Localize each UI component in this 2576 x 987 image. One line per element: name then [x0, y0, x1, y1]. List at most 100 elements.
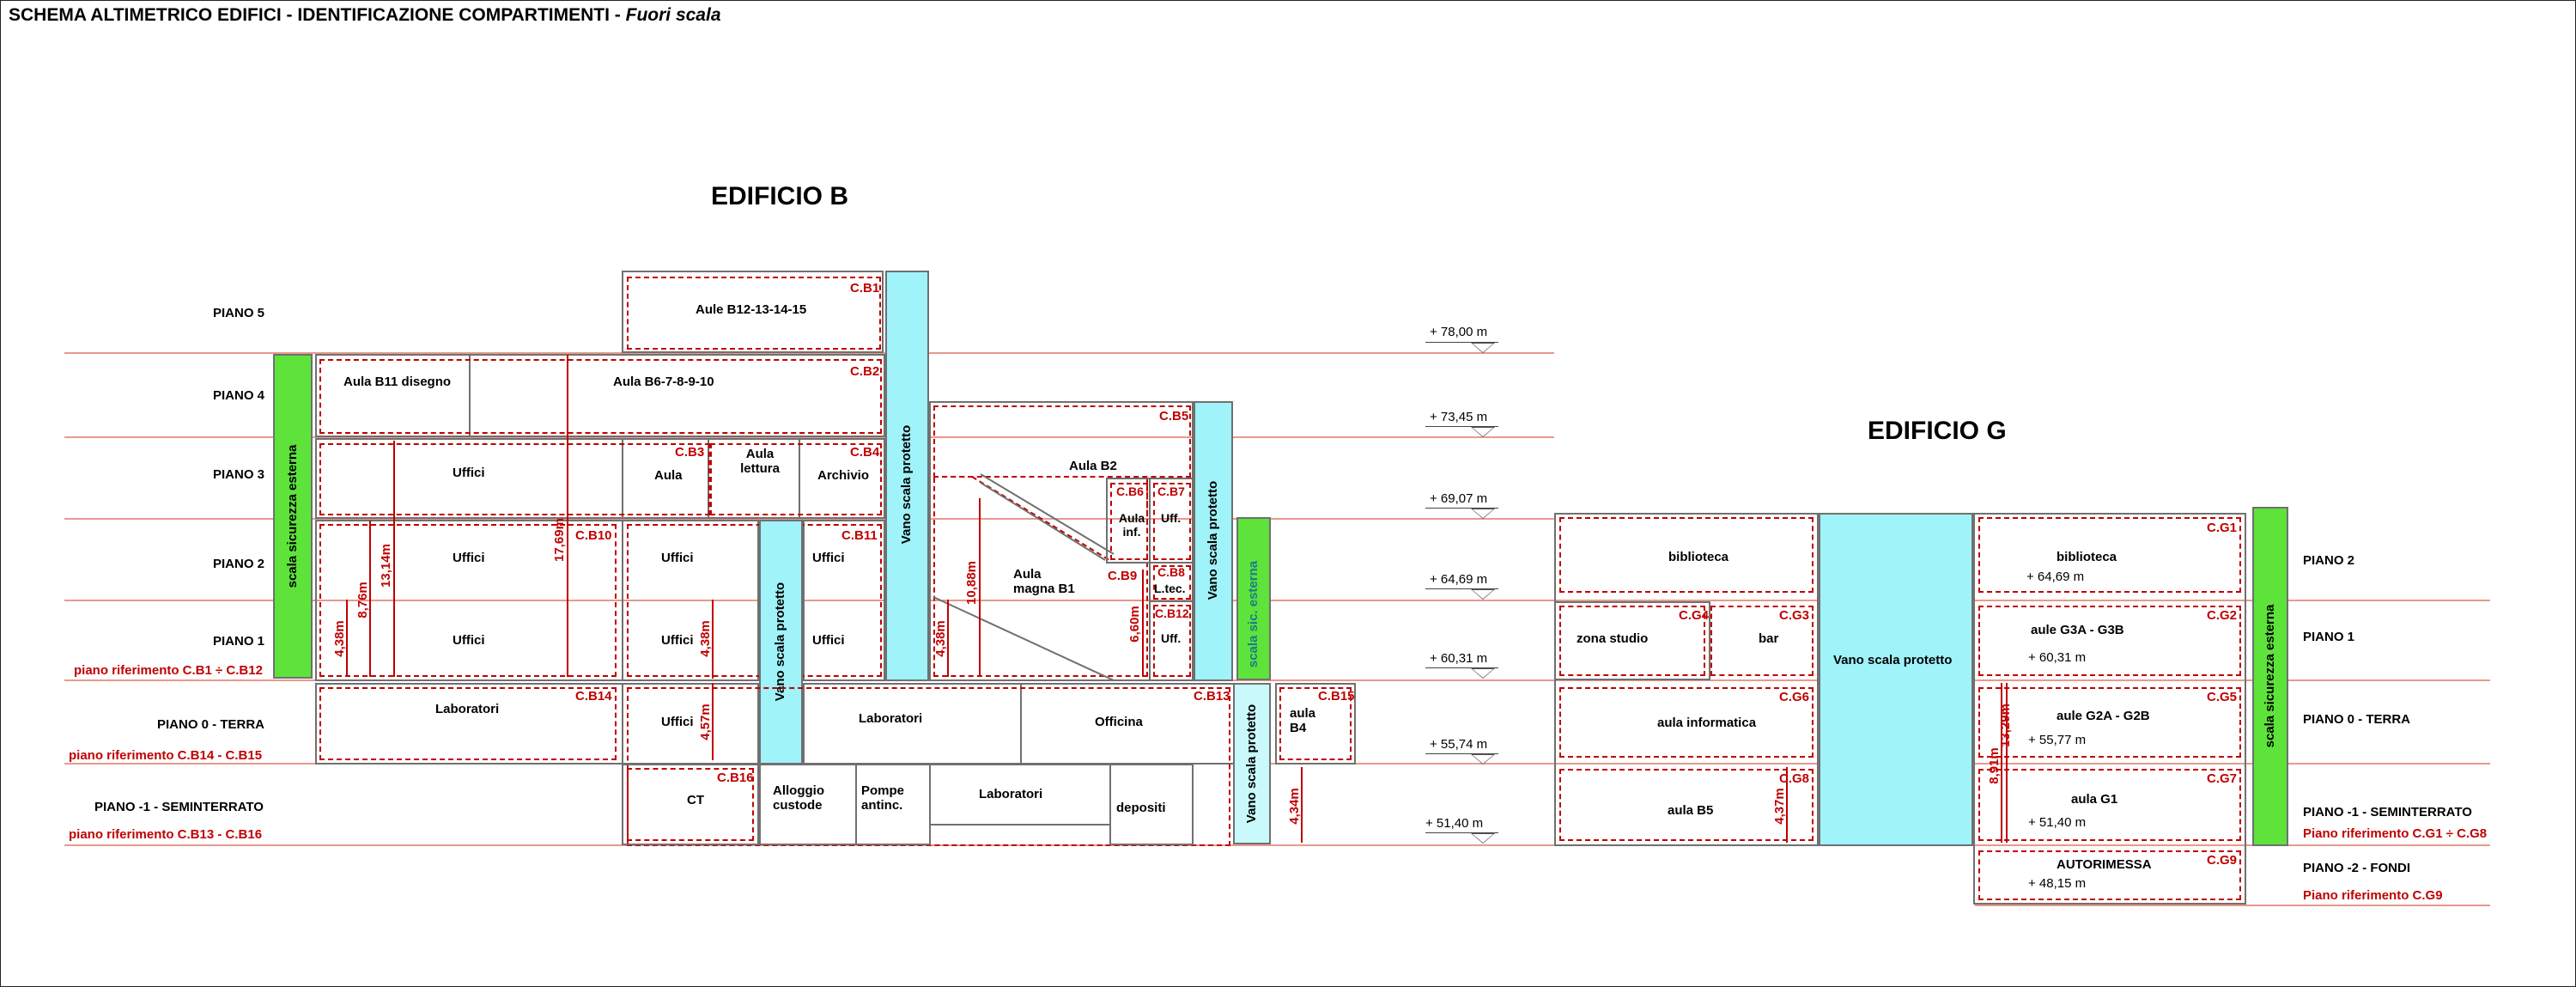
dimension-line	[712, 600, 714, 679]
comp-label-b8: C.B8	[1157, 565, 1185, 579]
room-label: Officina	[1095, 715, 1143, 729]
room-label: Archivio	[817, 468, 870, 483]
page-title: SCHEMA ALTIMETRICO EDIFICI - IDENTIFICAZ…	[9, 5, 721, 26]
comp-label-g7: C.G7	[2207, 771, 2238, 786]
room-label: Aula B6-7-8-9-10	[613, 375, 714, 389]
floor-line	[64, 600, 2490, 601]
level-marker: + 51,40 m	[2028, 815, 2087, 830]
dimension-label: 10,88m	[963, 561, 979, 605]
compartment-g4	[1559, 606, 1705, 676]
dimension-label: 8,91m	[1986, 747, 2002, 784]
dimension-line	[947, 600, 949, 677]
protected-stair-b-mid	[759, 520, 803, 765]
level-marker: + 48,15 m	[2028, 876, 2087, 891]
room-label: Laboratori	[435, 702, 500, 716]
room-box	[1275, 683, 1356, 765]
floor-line	[64, 679, 2490, 681]
compartment-b8	[1153, 565, 1191, 600]
room-label: Uffici	[453, 551, 485, 565]
comp-label-b10: C.B10	[575, 528, 612, 543]
room-box	[1973, 513, 2246, 905]
room-label: Laboratori	[979, 787, 1043, 801]
compartment-g3	[1710, 606, 1814, 676]
dimension-line	[1786, 767, 1788, 843]
compartment-b11	[627, 524, 882, 677]
floor-label-b-pm1: PIANO -1 - SEMINTERRATO	[94, 800, 264, 814]
floor-ref-g-pm2: Piano riferimento C.G9	[2303, 888, 2443, 903]
room-label: L.tec.	[1154, 582, 1186, 595]
comp-label-b13: C.B13	[1194, 689, 1230, 704]
compartment-b3	[319, 443, 710, 515]
dimension-label: 4,38m	[933, 620, 948, 657]
level-marker: + 64,69 m	[2026, 570, 2085, 584]
level-marker: + 73,45 m	[1430, 410, 1488, 424]
comp-label-g9: C.G9	[2207, 853, 2238, 868]
compartment-g-bib	[1559, 517, 1814, 593]
protected-stair-label: Vano scala protetto	[1244, 704, 1259, 824]
floor-label-b-p2: PIANO 2	[213, 557, 265, 571]
comp-label-b6: C.B6	[1116, 484, 1144, 498]
compartment-b15	[1279, 687, 1352, 760]
floor-label-b-p1: PIANO 1	[213, 634, 265, 649]
room-label: Uffici	[453, 466, 485, 480]
room-box	[803, 520, 885, 681]
floor-line	[64, 352, 1554, 354]
dimension-label: 4,37m	[1771, 788, 1787, 825]
room-label: aula G1	[2071, 792, 2118, 807]
compartment-b2	[319, 359, 882, 434]
aula-magna-slope	[933, 473, 1115, 681]
comp-label-b16: C.B16	[717, 771, 754, 785]
compartment-b12	[1153, 605, 1191, 677]
safety-stair-g	[2252, 507, 2288, 846]
comp-label-g3: C.G3	[1779, 608, 1810, 623]
floor-label-g-p1: PIANO 1	[2303, 630, 2355, 644]
room-label: Aula lettura	[740, 447, 780, 476]
protected-stair-b-right	[1194, 401, 1233, 681]
room-label: Uffici	[661, 715, 694, 729]
floor-line	[64, 436, 1554, 438]
level-marker: + 55,77 m	[2028, 733, 2087, 747]
compartment-b7	[1153, 483, 1191, 560]
compartment-b6	[1110, 483, 1148, 560]
comp-label-g8: C.G8	[1779, 771, 1810, 786]
level-triangle-icon	[1471, 509, 1495, 519]
room-label: aule G2A - G2B	[2057, 709, 2150, 723]
level-line	[1425, 832, 1498, 833]
level-line	[1425, 508, 1498, 509]
room-label: CT	[687, 793, 704, 807]
room-box	[315, 354, 471, 437]
protected-stair-g-label: Vano scala protetto	[1833, 653, 1953, 667]
floor-label-b-p3: PIANO 3	[213, 467, 265, 482]
dimension-line	[393, 441, 395, 677]
protected-stair-b-lower	[1233, 683, 1271, 844]
compartment-b1	[627, 277, 881, 350]
comp-label-g2: C.G2	[2207, 608, 2238, 623]
room-label: Aule B12-13-14-15	[696, 302, 807, 317]
level-line	[1425, 342, 1498, 343]
building-b-title: EDIFICIO B	[711, 182, 849, 210]
dimension-line	[567, 355, 568, 677]
room-label: Aula inf.	[1118, 511, 1145, 539]
room-box	[1109, 764, 1194, 845]
room-label: AUTORIMESSA	[2057, 857, 2152, 872]
room-label: Alloggio custode	[773, 783, 824, 813]
comp-label-g1: C.G1	[2207, 521, 2238, 535]
compartment-b14	[319, 687, 617, 760]
level-line	[1425, 753, 1498, 754]
dimension-line	[712, 683, 714, 760]
room-label: Uffici	[453, 633, 485, 648]
dimension-line	[1301, 767, 1303, 843]
level-line	[1425, 588, 1498, 589]
room-label: aula B4	[1290, 706, 1316, 735]
compartment-b4	[710, 443, 882, 515]
room-label: Uff.	[1161, 631, 1182, 645]
room-box	[1149, 600, 1194, 681]
level-marker: + 51,40 m	[1425, 816, 1484, 831]
room-label: Uffici	[812, 633, 845, 648]
floor-ref-b-p0: piano riferimento C.B14 - C.B15	[69, 748, 263, 763]
title-text: SCHEMA ALTIMETRICO EDIFICI - IDENTIFICAZ…	[9, 5, 626, 25]
room-label: biblioteca	[1668, 550, 1729, 564]
level-line	[1425, 426, 1498, 427]
compartment-b10	[319, 524, 617, 677]
compartment-b16	[627, 768, 754, 841]
